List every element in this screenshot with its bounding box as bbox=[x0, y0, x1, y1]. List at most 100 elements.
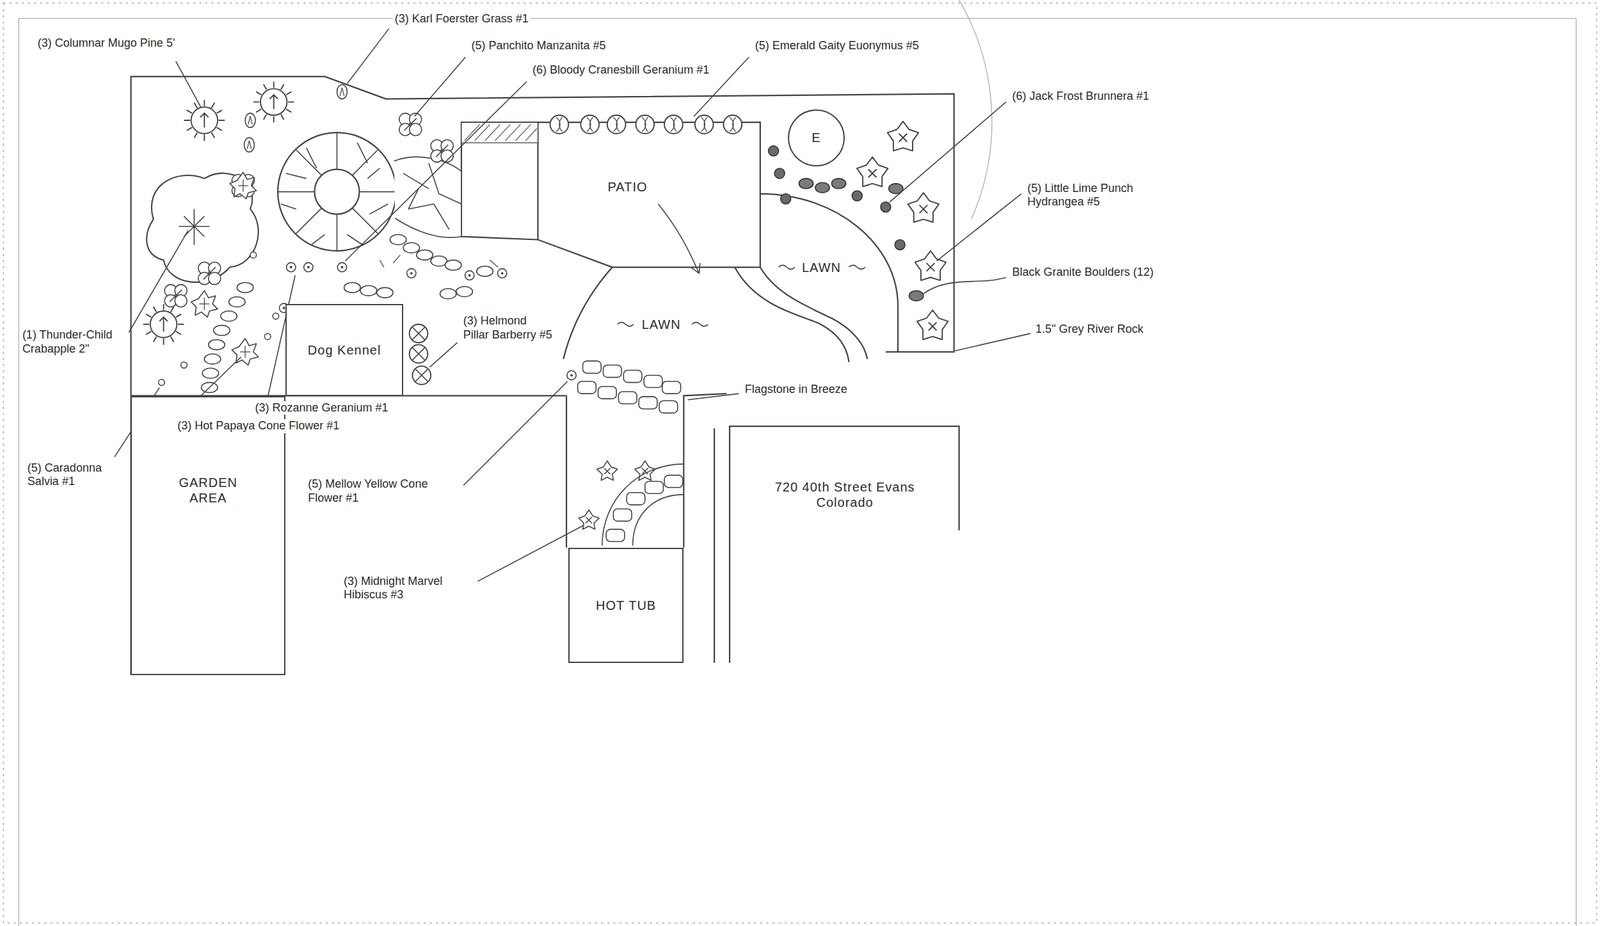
manzanita-plant bbox=[399, 113, 422, 136]
flagstone bbox=[613, 508, 632, 521]
salvia-plant bbox=[158, 379, 166, 386]
area-name: LAWN bbox=[801, 259, 841, 276]
area-name: PATIO bbox=[608, 179, 648, 195]
hibiscus-plant bbox=[597, 460, 618, 480]
manzanita-plant bbox=[430, 139, 454, 162]
area-name: E bbox=[811, 129, 821, 146]
leader-line bbox=[344, 81, 527, 261]
flagstone-joints bbox=[403, 163, 462, 230]
walk-edge bbox=[734, 267, 849, 363]
property-lines bbox=[131, 76, 960, 676]
construction-arc bbox=[959, 0, 992, 220]
plant-callout: (3) Columnar Mugo Pine 5' bbox=[35, 36, 178, 51]
page-border bbox=[3, 3, 1597, 923]
plant-callout: (3) Karl Foerster Grass #1 bbox=[392, 12, 531, 27]
stepping-stone bbox=[456, 286, 473, 297]
hot-tub-pad bbox=[566, 393, 727, 548]
flagstone bbox=[623, 369, 642, 383]
plant-callout: (3) Helmond Pillar Barberry #5 bbox=[461, 314, 556, 342]
stepping-stone bbox=[376, 287, 393, 298]
salvia-plant bbox=[250, 252, 257, 259]
salvia-plant bbox=[272, 312, 280, 320]
patio-arrow bbox=[657, 204, 700, 274]
plant-callout: (1) Thunder-Child Crabapple 2" bbox=[20, 328, 125, 356]
plant-callout: (3) Hot Papaya Cone Flower #1 bbox=[175, 419, 342, 434]
area-name: 720 40th Street Evans Colorado bbox=[750, 479, 940, 511]
euonymus-plant bbox=[664, 115, 683, 134]
leader-line bbox=[128, 230, 188, 333]
euonymus-plant bbox=[635, 115, 655, 134]
flagstone bbox=[618, 391, 637, 404]
plant-callout: (3) Midnight Marvel Hibiscus #3 bbox=[341, 574, 475, 603]
stepping-stone bbox=[476, 266, 493, 277]
stepping-stone bbox=[439, 288, 456, 299]
leader-line bbox=[463, 381, 568, 486]
lawn-edge bbox=[760, 193, 898, 352]
pine-plant bbox=[183, 99, 225, 141]
plant-callout: (3) Rozanne Geranium #1 bbox=[252, 401, 390, 416]
stepping-stone bbox=[389, 234, 406, 246]
euonymus-plant bbox=[723, 115, 742, 134]
hydrangea-plant bbox=[917, 309, 948, 340]
flagstone bbox=[606, 529, 625, 542]
yard-boundary bbox=[131, 76, 955, 397]
pine-plant bbox=[253, 81, 295, 123]
hot-tub-box: HOT TUB bbox=[568, 547, 684, 664]
fire-pit-ring bbox=[277, 132, 397, 251]
geranium-plant bbox=[567, 370, 576, 380]
stepping-stone bbox=[403, 242, 420, 253]
planting-bed-circle: E bbox=[787, 109, 845, 167]
pine-plant bbox=[143, 304, 185, 345]
stone-hatch bbox=[461, 122, 539, 143]
barberry-plant bbox=[409, 344, 429, 364]
geranium-plant bbox=[407, 268, 416, 278]
stepping-stone bbox=[344, 282, 361, 293]
stepping-stone bbox=[360, 285, 377, 296]
stepping-stone bbox=[416, 249, 433, 260]
grass-plant bbox=[243, 137, 255, 152]
leader-line bbox=[688, 393, 740, 400]
euonymus-plant bbox=[550, 115, 569, 134]
plant-callout: (5) Emerald Gaity Euonymus #5 bbox=[753, 39, 921, 54]
stepping-stone bbox=[444, 259, 461, 271]
stone-arc bbox=[602, 464, 684, 546]
leader-line bbox=[936, 193, 1022, 262]
kennel-box: Dog Kennel bbox=[285, 304, 403, 396]
stepping-stone bbox=[204, 353, 221, 365]
plant-callout: (5) Caradonna Salvia #1 bbox=[25, 461, 128, 489]
sketch-ticks bbox=[379, 254, 498, 267]
plant-callout: (5) Little Lime Punch Hydrangea #5 bbox=[1025, 181, 1160, 210]
patio-outline bbox=[461, 122, 761, 267]
boulder bbox=[815, 182, 830, 193]
salvia-plant bbox=[181, 362, 188, 369]
stepping-stone bbox=[213, 325, 230, 336]
grass-plant bbox=[337, 84, 348, 99]
coneflower-plant bbox=[229, 172, 256, 199]
grass-plant bbox=[245, 113, 256, 128]
plant-callout: (6) Bloody Cranesbill Geranium #1 bbox=[530, 63, 712, 78]
geranium-plant bbox=[464, 270, 474, 280]
euonymus-plant bbox=[607, 115, 626, 134]
brunnera-plant bbox=[768, 145, 779, 157]
stepping-stone bbox=[208, 339, 225, 351]
plant-callout: Flagstone in Breeze bbox=[743, 382, 850, 397]
patio-area: PATIO bbox=[581, 171, 674, 203]
hydrangea-plant bbox=[856, 156, 888, 187]
euonymus-plant bbox=[695, 115, 714, 134]
stepping-stone bbox=[202, 368, 219, 379]
flagstone bbox=[662, 381, 681, 394]
leader-line bbox=[954, 333, 1031, 351]
flagstone bbox=[583, 360, 602, 374]
hydrangea-plant bbox=[915, 250, 946, 281]
manzanita-plant bbox=[164, 284, 187, 308]
leader-line bbox=[889, 101, 1007, 202]
flagstone-patch bbox=[394, 156, 462, 238]
manzanita-plant bbox=[198, 262, 221, 285]
flagstone bbox=[638, 396, 658, 409]
flagstone bbox=[645, 481, 664, 494]
house-address: 720 40th Street Evans Colorado bbox=[743, 458, 948, 531]
flagstone bbox=[577, 381, 597, 394]
geranium-plant bbox=[304, 262, 313, 272]
geranium-plant bbox=[286, 262, 296, 272]
